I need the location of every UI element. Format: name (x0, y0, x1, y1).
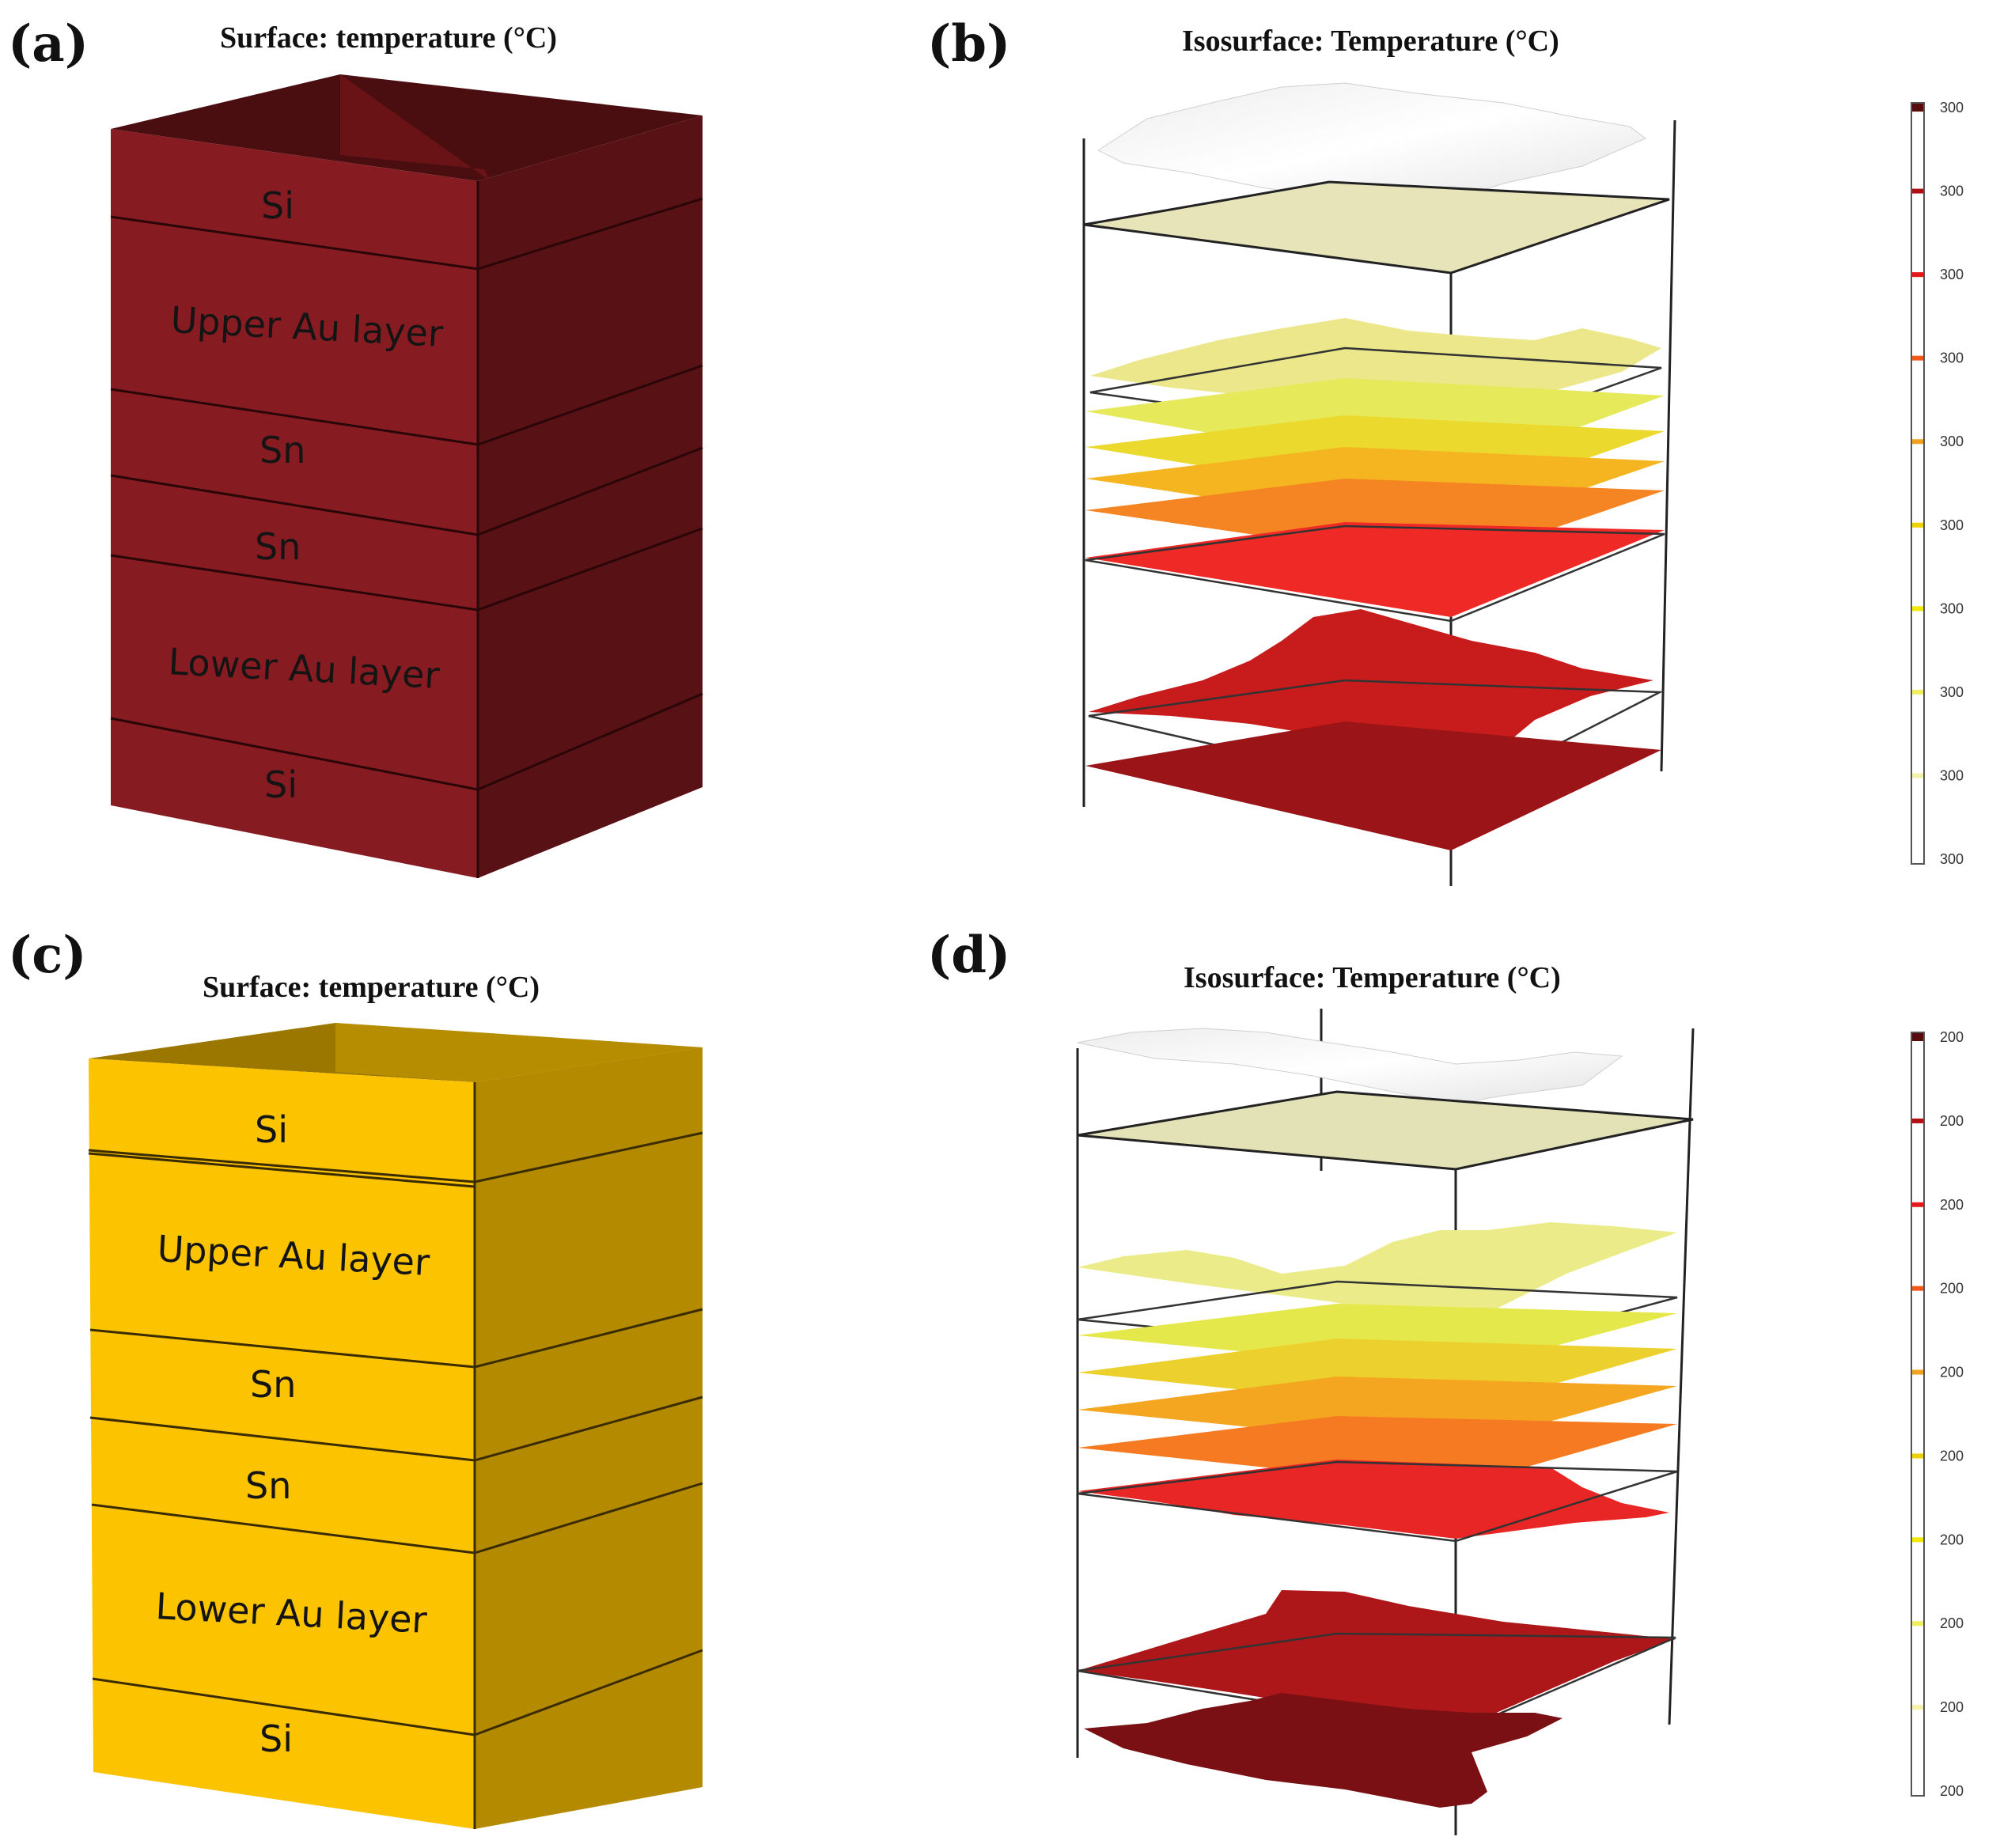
colorbar-d-mark-5 (1912, 1453, 1923, 1459)
panel-c-top-notch (335, 1023, 703, 1082)
colorbar-b-mark-7 (1912, 689, 1923, 695)
panel-a-label-si-bottom: Si (264, 763, 297, 806)
colorbar-d-tick-label-1: 200 (1940, 1113, 1964, 1129)
colorbar-d-mark-3 (1912, 1286, 1923, 1291)
panel-a-top-inner (340, 74, 491, 181)
colorbar-d-mark-0 (1912, 1035, 1923, 1040)
panel-b-title: Isosurface: Temperature (°C) (1182, 25, 1559, 58)
colorbar-b-mark-4 (1912, 439, 1923, 445)
colorbar-d-mark-8 (1912, 1705, 1923, 1710)
panel-c-letter: (c) (8, 926, 87, 985)
panel-d-letter: (d) (927, 926, 1011, 985)
colorbar-b-mark-3 (1912, 355, 1923, 361)
colorbar-d: 200 200 200 200 200 200 200 200 200 200 (1911, 1029, 1964, 1799)
colorbar-b-mark-8 (1912, 773, 1923, 778)
colorbar-d-tick-label-0: 200 (1940, 1029, 1964, 1045)
panel-b-white-cloud (1097, 82, 1646, 205)
panel-b-frame-plane-3 (1085, 524, 1665, 623)
panel-d-white-cloud (1077, 1028, 1623, 1104)
colorbar-b-mark-5 (1912, 522, 1923, 528)
colorbar-d-tick-label-7: 200 (1940, 1615, 1964, 1631)
colorbar-b-tick-label-6: 300 (1940, 600, 1964, 616)
colorbar-d-bar (1911, 1032, 1925, 1797)
colorbar-b-mark-6 (1912, 606, 1923, 612)
panel-c-label-sn-upper: Sn (250, 1363, 296, 1406)
panel-c-box: Si Upper Au layer Sn Sn Lower Au layer S… (88, 1023, 703, 1829)
panel-a-title: Surface: temperature (°C) (220, 21, 557, 55)
panel-c-side-face (475, 1047, 703, 1829)
colorbar-b-mark-9 (1912, 857, 1923, 862)
colorbar-b-mark-2 (1912, 272, 1923, 278)
colorbar-b-bar (1911, 102, 1925, 865)
colorbar-b-mark-0 (1912, 105, 1923, 110)
panel-b-surface-2 (1090, 318, 1661, 435)
panel-d-surface-4 (1078, 1339, 1677, 1412)
panel-a-label-sn-lower: Sn (255, 525, 301, 568)
panel-a-side-face (478, 116, 703, 878)
colorbar-d-mark-9 (1912, 1789, 1923, 1793)
colorbar-d-mark-4 (1912, 1369, 1923, 1375)
colorbar-d-tick-label-4: 200 (1940, 1365, 1964, 1380)
panel-d-surface-6 (1078, 1416, 1677, 1487)
panel-a-letter: (a) (8, 14, 89, 74)
panel-b-surface-7 (1085, 522, 1665, 617)
colorbar-d-tick-label-8: 200 (1940, 1699, 1964, 1715)
panel-d-surface-2 (1078, 1222, 1677, 1329)
panel-b-surface-9 (1085, 721, 1661, 850)
panel-a-label-sn-upper: Sn (259, 429, 305, 471)
colorbar-d-mark-2 (1912, 1202, 1923, 1207)
panel-a-front-face (111, 129, 478, 878)
panel-d-isosurfaces (1076, 1009, 1695, 1835)
panel-c-front-face (89, 1058, 475, 1829)
panel-d-surface-5 (1078, 1377, 1677, 1448)
panel-a-label-si-top: Si (261, 184, 294, 227)
panel-d-title: Isosurface: Temperature (°C) (1184, 961, 1561, 994)
panel-b-surface-6 (1085, 479, 1665, 563)
colorbar-d-tick-label-5: 200 (1940, 1448, 1964, 1464)
panel-d-surface-8 (1078, 1590, 1676, 1731)
colorbar-b-tick-label-7: 300 (1940, 684, 1964, 700)
panel-a-box: Si Upper Au layer Sn Sn Lower Au layer S… (110, 74, 703, 878)
panel-b-plane-1 (1083, 180, 1670, 275)
panel-c-label-si-top: Si (255, 1108, 288, 1151)
panel-d-surface-3 (1078, 1304, 1677, 1373)
colorbar-b-tick-label-8: 300 (1940, 767, 1964, 783)
panel-b-isosurfaces (1082, 82, 1676, 886)
colorbar-b: 300 300 300 300 300 300 300 300 300 300 (1911, 100, 1964, 867)
colorbar-b-mark-1 (1912, 188, 1923, 194)
colorbar-b-tick-label-9: 300 (1940, 851, 1964, 867)
colorbar-b-tick-label-4: 300 (1940, 434, 1964, 449)
colorbar-d-tick-label-9: 200 (1940, 1783, 1964, 1799)
panel-c-title: Surface: temperature (°C) (203, 971, 540, 1004)
colorbar-d-tick-label-3: 200 (1940, 1281, 1964, 1297)
panel-d-surface-9 (1084, 1693, 1562, 1808)
colorbar-b-tick-label-2: 300 (1940, 267, 1964, 282)
colorbar-d-tick-label-2: 200 (1940, 1197, 1964, 1213)
panel-c-label-si-bottom: Si (259, 1717, 293, 1760)
colorbar-b-tick-label-0: 300 (1940, 100, 1964, 116)
colorbar-d-tick-label-6: 200 (1940, 1532, 1964, 1547)
colorbar-d-mark-7 (1912, 1621, 1923, 1626)
panel-b-letter: (b) (927, 14, 1011, 74)
colorbar-b-tick-label-3: 300 (1940, 350, 1964, 366)
panel-d-plane-1 (1077, 1090, 1694, 1171)
colorbar-b-tick-label-1: 300 (1940, 184, 1964, 199)
panel-d-surface-7 (1078, 1460, 1669, 1539)
panel-c-label-sn-lower: Sn (245, 1464, 291, 1507)
panel-d-frame-plane-3 (1077, 1460, 1678, 1543)
panel-b-surface-8 (1089, 609, 1653, 771)
colorbar-b-tick-label-5: 300 (1940, 517, 1964, 533)
colorbar-d-mark-1 (1912, 1118, 1923, 1123)
colorbar-d-mark-6 (1912, 1537, 1923, 1543)
